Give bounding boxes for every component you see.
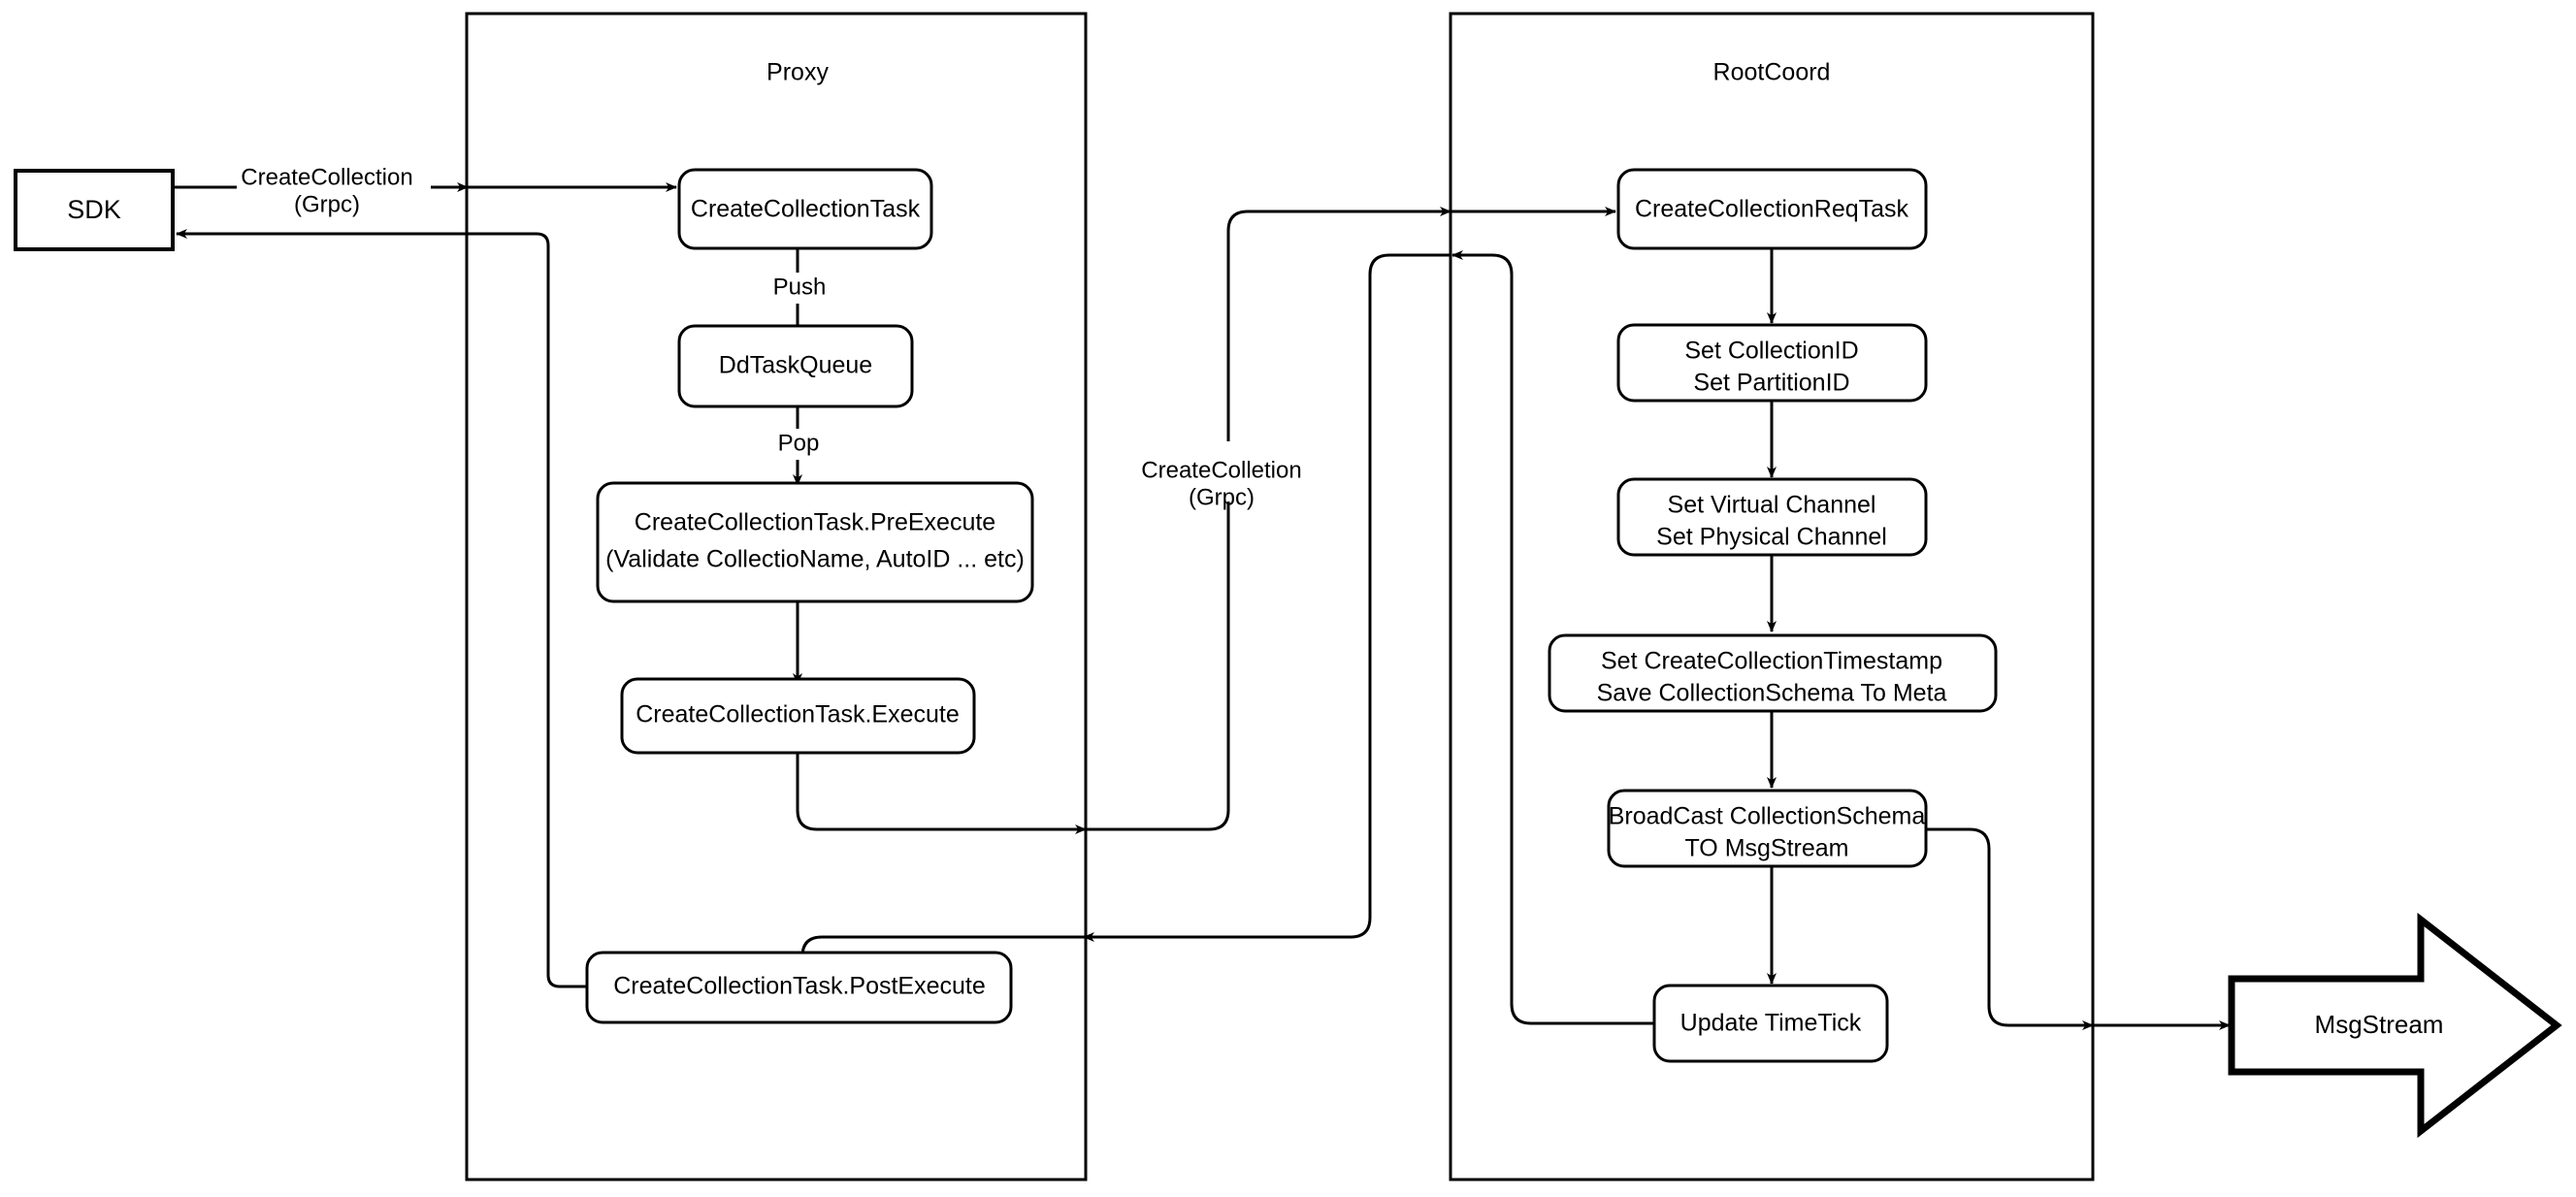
edge-label-proxy-to-rootcoord-line2: (Grpc) <box>1189 484 1255 510</box>
edge-label-push-text: Push <box>773 274 827 300</box>
node-create-collection-req-task[interactable]: CreateCollectionReqTask <box>1616 168 1928 250</box>
pre-execute-box[interactable] <box>596 481 1034 603</box>
edge-label-proxy-to-rootcoord-bg <box>1130 441 1324 501</box>
broadcast-label-line2: TO MsgStream <box>1684 835 1848 862</box>
edge-timetick-to-return-rail <box>1451 250 1660 1025</box>
edge-rootcoord-return-rail <box>1086 253 1451 939</box>
edge-label-sdk-to-proxy-bg <box>237 158 431 216</box>
pre-execute-label-line2: (Validate CollectioName, AutoID ... etc) <box>605 546 1025 573</box>
node-set-channel[interactable]: Set Virtual Channel Set Physical Channel <box>1616 477 1928 557</box>
set-ids-label-line2: Set PartitionID <box>1693 370 1849 397</box>
node-set-ids[interactable]: Set CollectionID Set PartitionID <box>1616 323 1928 403</box>
create-collection-req-task-label: CreateCollectionReqTask <box>1635 196 1909 223</box>
edge-postexecute-to-sdk <box>176 229 589 988</box>
edge-broadcast-to-msgstream-out <box>1926 827 2094 1030</box>
node-msgstream[interactable]: MsgStream <box>2228 912 2562 1139</box>
create-collection-task-label: CreateCollectionTask <box>691 196 921 223</box>
update-timetick-box[interactable] <box>1652 984 1889 1063</box>
update-timetick-label: Update TimeTick <box>1680 1010 1862 1037</box>
node-create-collection-task[interactable]: CreateCollectionTask <box>677 168 933 250</box>
node-execute[interactable]: CreateCollectionTask.Execute <box>620 677 976 755</box>
edge-label-pop-bg <box>769 429 828 460</box>
sdk-box[interactable] <box>14 169 175 251</box>
set-channel-box[interactable] <box>1616 477 1928 557</box>
broadcast-label-line1: BroadCast CollectionSchema <box>1609 803 1926 830</box>
node-set-timestamp[interactable]: Set CreateCollectionTimestamp Save Colle… <box>1548 633 1998 713</box>
post-execute-box[interactable] <box>585 951 1013 1024</box>
node-pre-execute[interactable]: CreateCollectionTask.PreExecute (Validat… <box>596 481 1034 603</box>
msgstream-arrow-shape[interactable] <box>2228 912 2562 1139</box>
edge-label-push: Push <box>766 273 833 304</box>
edge-execute-to-grpc-out <box>796 752 1087 834</box>
set-timestamp-label-line2: Save CollectionSchema To Meta <box>1597 680 1947 707</box>
node-update-timetick[interactable]: Update TimeTick <box>1652 984 1889 1063</box>
edge-label-proxy-to-rootcoord-line1: CreateColletion <box>1141 457 1301 483</box>
execute-label: CreateCollectionTask.Execute <box>636 701 960 728</box>
dd-task-queue-label: DdTaskQueue <box>719 352 872 379</box>
edge-grpc-rail-to-rootcoord <box>1086 207 1451 831</box>
edge-label-sdk-to-proxy-line2: (Grpc) <box>294 191 360 217</box>
rootcoord-container-label: RootCoord <box>1713 59 1831 86</box>
set-ids-label-line1: Set CollectionID <box>1684 338 1858 365</box>
broadcast-box[interactable] <box>1607 789 1928 868</box>
edge-label-proxy-to-rootcoord: CreateColletion (Grpc) <box>1130 441 1324 510</box>
execute-box[interactable] <box>620 677 976 755</box>
create-collection-task-box[interactable] <box>677 168 933 250</box>
set-channel-label-line1: Set Virtual Channel <box>1668 492 1876 519</box>
set-timestamp-box[interactable] <box>1548 633 1998 713</box>
pre-execute-label-line1: CreateCollectionTask.PreExecute <box>635 509 995 536</box>
edge-label-sdk-to-proxy-line1: CreateCollection <box>241 164 412 190</box>
edge-label-sdk-to-proxy: CreateCollection (Grpc) <box>237 158 431 217</box>
sdk-label: SDK <box>67 195 121 224</box>
create-collection-req-task-box[interactable] <box>1616 168 1928 250</box>
set-ids-box[interactable] <box>1616 323 1928 403</box>
set-channel-label-line2: Set Physical Channel <box>1656 524 1887 551</box>
node-post-execute[interactable]: CreateCollectionTask.PostExecute <box>585 951 1013 1024</box>
msgstream-label: MsgStream <box>2315 1010 2444 1039</box>
set-timestamp-label-line1: Set CreateCollectionTimestamp <box>1601 648 1942 675</box>
node-broadcast[interactable]: BroadCast CollectionSchema TO MsgStream <box>1607 789 1928 868</box>
post-execute-label: CreateCollectionTask.PostExecute <box>613 973 986 1000</box>
proxy-container-label: Proxy <box>766 59 829 86</box>
edge-label-push-bg <box>766 273 833 304</box>
edge-label-pop-text: Pop <box>778 430 820 456</box>
edge-label-pop: Pop <box>769 429 828 460</box>
node-sdk[interactable]: SDK <box>14 169 175 251</box>
node-dd-task-queue[interactable]: DdTaskQueue <box>677 324 914 408</box>
dd-task-queue-box[interactable] <box>677 324 914 408</box>
